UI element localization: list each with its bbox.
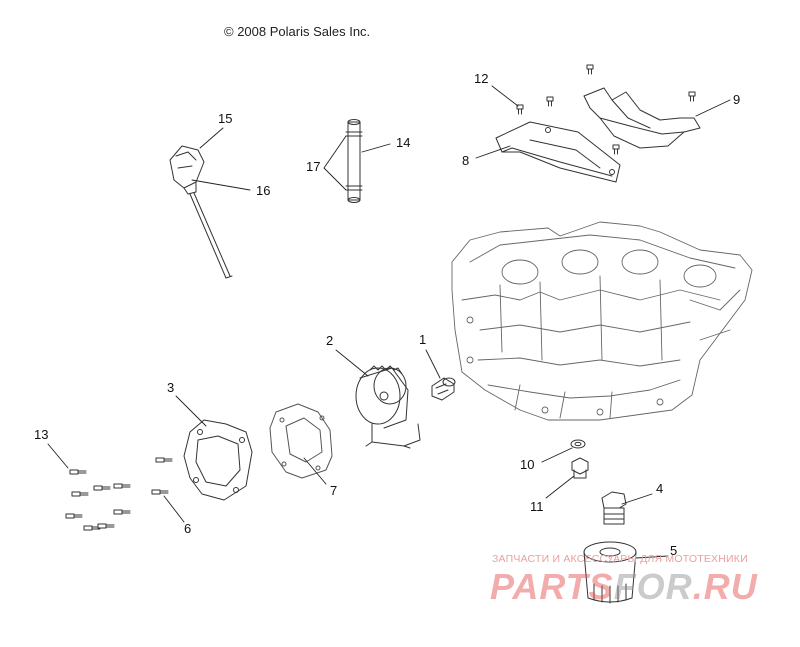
flange-bolt-icon <box>155 457 173 463</box>
flange-bolt-icon <box>113 483 131 489</box>
watermark-brand-mid: FOR <box>613 566 693 607</box>
callout-11: 11 <box>530 499 544 514</box>
callout-4: 4 <box>656 481 664 496</box>
filter-nipple-drawing <box>601 491 627 525</box>
watermark-tagline: ЗАПЧАСТИ И АКСЕССУАРЫ ДЛЯ МОТОТЕХНИКИ <box>492 553 748 565</box>
callout-14: 14 <box>396 135 411 150</box>
callout-16: 16 <box>256 183 271 198</box>
watermark-logo: PARTSFOR.RU <box>490 566 758 608</box>
flange-bolt-icon <box>113 509 131 515</box>
bolt-icon <box>546 96 554 107</box>
flange-bolt-icon <box>93 485 111 491</box>
gasket-drawing <box>269 403 333 479</box>
callout-13: 13 <box>34 427 49 442</box>
flange-bolt-icon <box>69 469 87 475</box>
bolt-icon <box>688 91 696 102</box>
bolt-icon <box>612 144 620 155</box>
bolts-left-drawing <box>65 457 173 531</box>
copyright-notice: © 2008 Polaris Sales Inc. <box>224 24 371 39</box>
flange-bolt-icon <box>151 489 169 495</box>
callout-5: 5 <box>670 543 678 558</box>
flange-bolt-icon <box>97 523 115 529</box>
leader-lines <box>47 85 731 559</box>
fitting-drawing <box>431 377 456 401</box>
crankcase-drawing <box>451 221 753 421</box>
drain-plug-drawing <box>571 457 589 479</box>
callout-12: 12 <box>474 71 489 86</box>
dipstick-drawing <box>169 145 233 279</box>
callout-2: 2 <box>326 333 334 348</box>
bolt-icon <box>516 104 524 115</box>
callout-7: 7 <box>330 483 338 498</box>
watermark-brand-left: PARTS <box>490 566 614 607</box>
callout-15: 15 <box>218 111 233 126</box>
callout-9: 9 <box>733 92 741 107</box>
oil-pump-drawing <box>355 365 421 449</box>
callout-8: 8 <box>462 153 470 168</box>
flange-bolt-icon <box>83 525 101 531</box>
oil-filter-drawing <box>583 541 637 604</box>
washer-drawing <box>570 439 586 449</box>
callout-6: 6 <box>184 521 192 536</box>
baffle-plate-drawing <box>495 121 621 183</box>
callout-1: 1 <box>419 332 427 347</box>
callout-17: 17 <box>306 159 321 174</box>
curved-baffle-drawing <box>583 87 701 149</box>
callout-3: 3 <box>167 380 175 395</box>
tube-drawing <box>345 119 363 203</box>
flange-bolt-icon <box>71 491 89 497</box>
pump-cover-drawing <box>183 419 253 501</box>
bolts-top-drawing <box>516 64 696 155</box>
watermark-brand-right: .RU <box>692 566 758 607</box>
flange-bolt-icon <box>65 513 83 519</box>
bolt-icon <box>586 64 594 75</box>
callout-10: 10 <box>520 457 535 472</box>
